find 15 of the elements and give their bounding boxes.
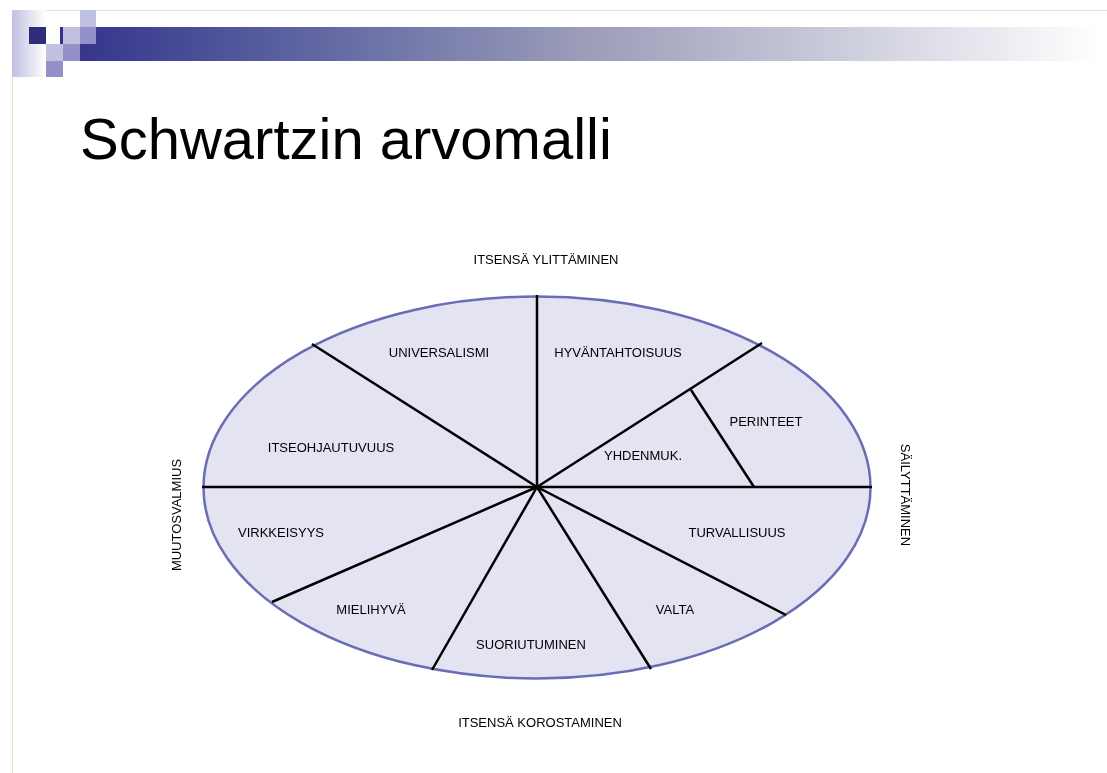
slide-title: Schwartzin arvomalli: [80, 110, 612, 168]
sector-label: VIRKKEISYYS: [238, 523, 324, 543]
sector-label: HYVÄNTAHTOISUUS: [554, 343, 682, 363]
sector-label: VALTA: [655, 600, 695, 620]
sector-label: PERINTEET: [729, 412, 803, 432]
axis-label: SÄILYTTÄMINEN: [896, 443, 914, 547]
sector-label: YHDENMUK.: [604, 446, 682, 466]
axis-label: MUUTOSVALMIUS: [168, 458, 186, 572]
sector-label: TURVALLISUUS: [688, 523, 786, 543]
sector-label: ITSEOHJAUTUVUUS: [267, 438, 395, 458]
sector-label: SUORIUTUMINEN: [476, 635, 586, 655]
axis-label: ITSENSÄ YLITTÄMINEN: [473, 251, 619, 270]
sector-label: UNIVERSALISMI: [388, 343, 490, 363]
sector-label: MIELIHYVÄ: [336, 600, 406, 620]
axis-label: ITSENSÄ KOROSTAMINEN: [458, 714, 622, 733]
